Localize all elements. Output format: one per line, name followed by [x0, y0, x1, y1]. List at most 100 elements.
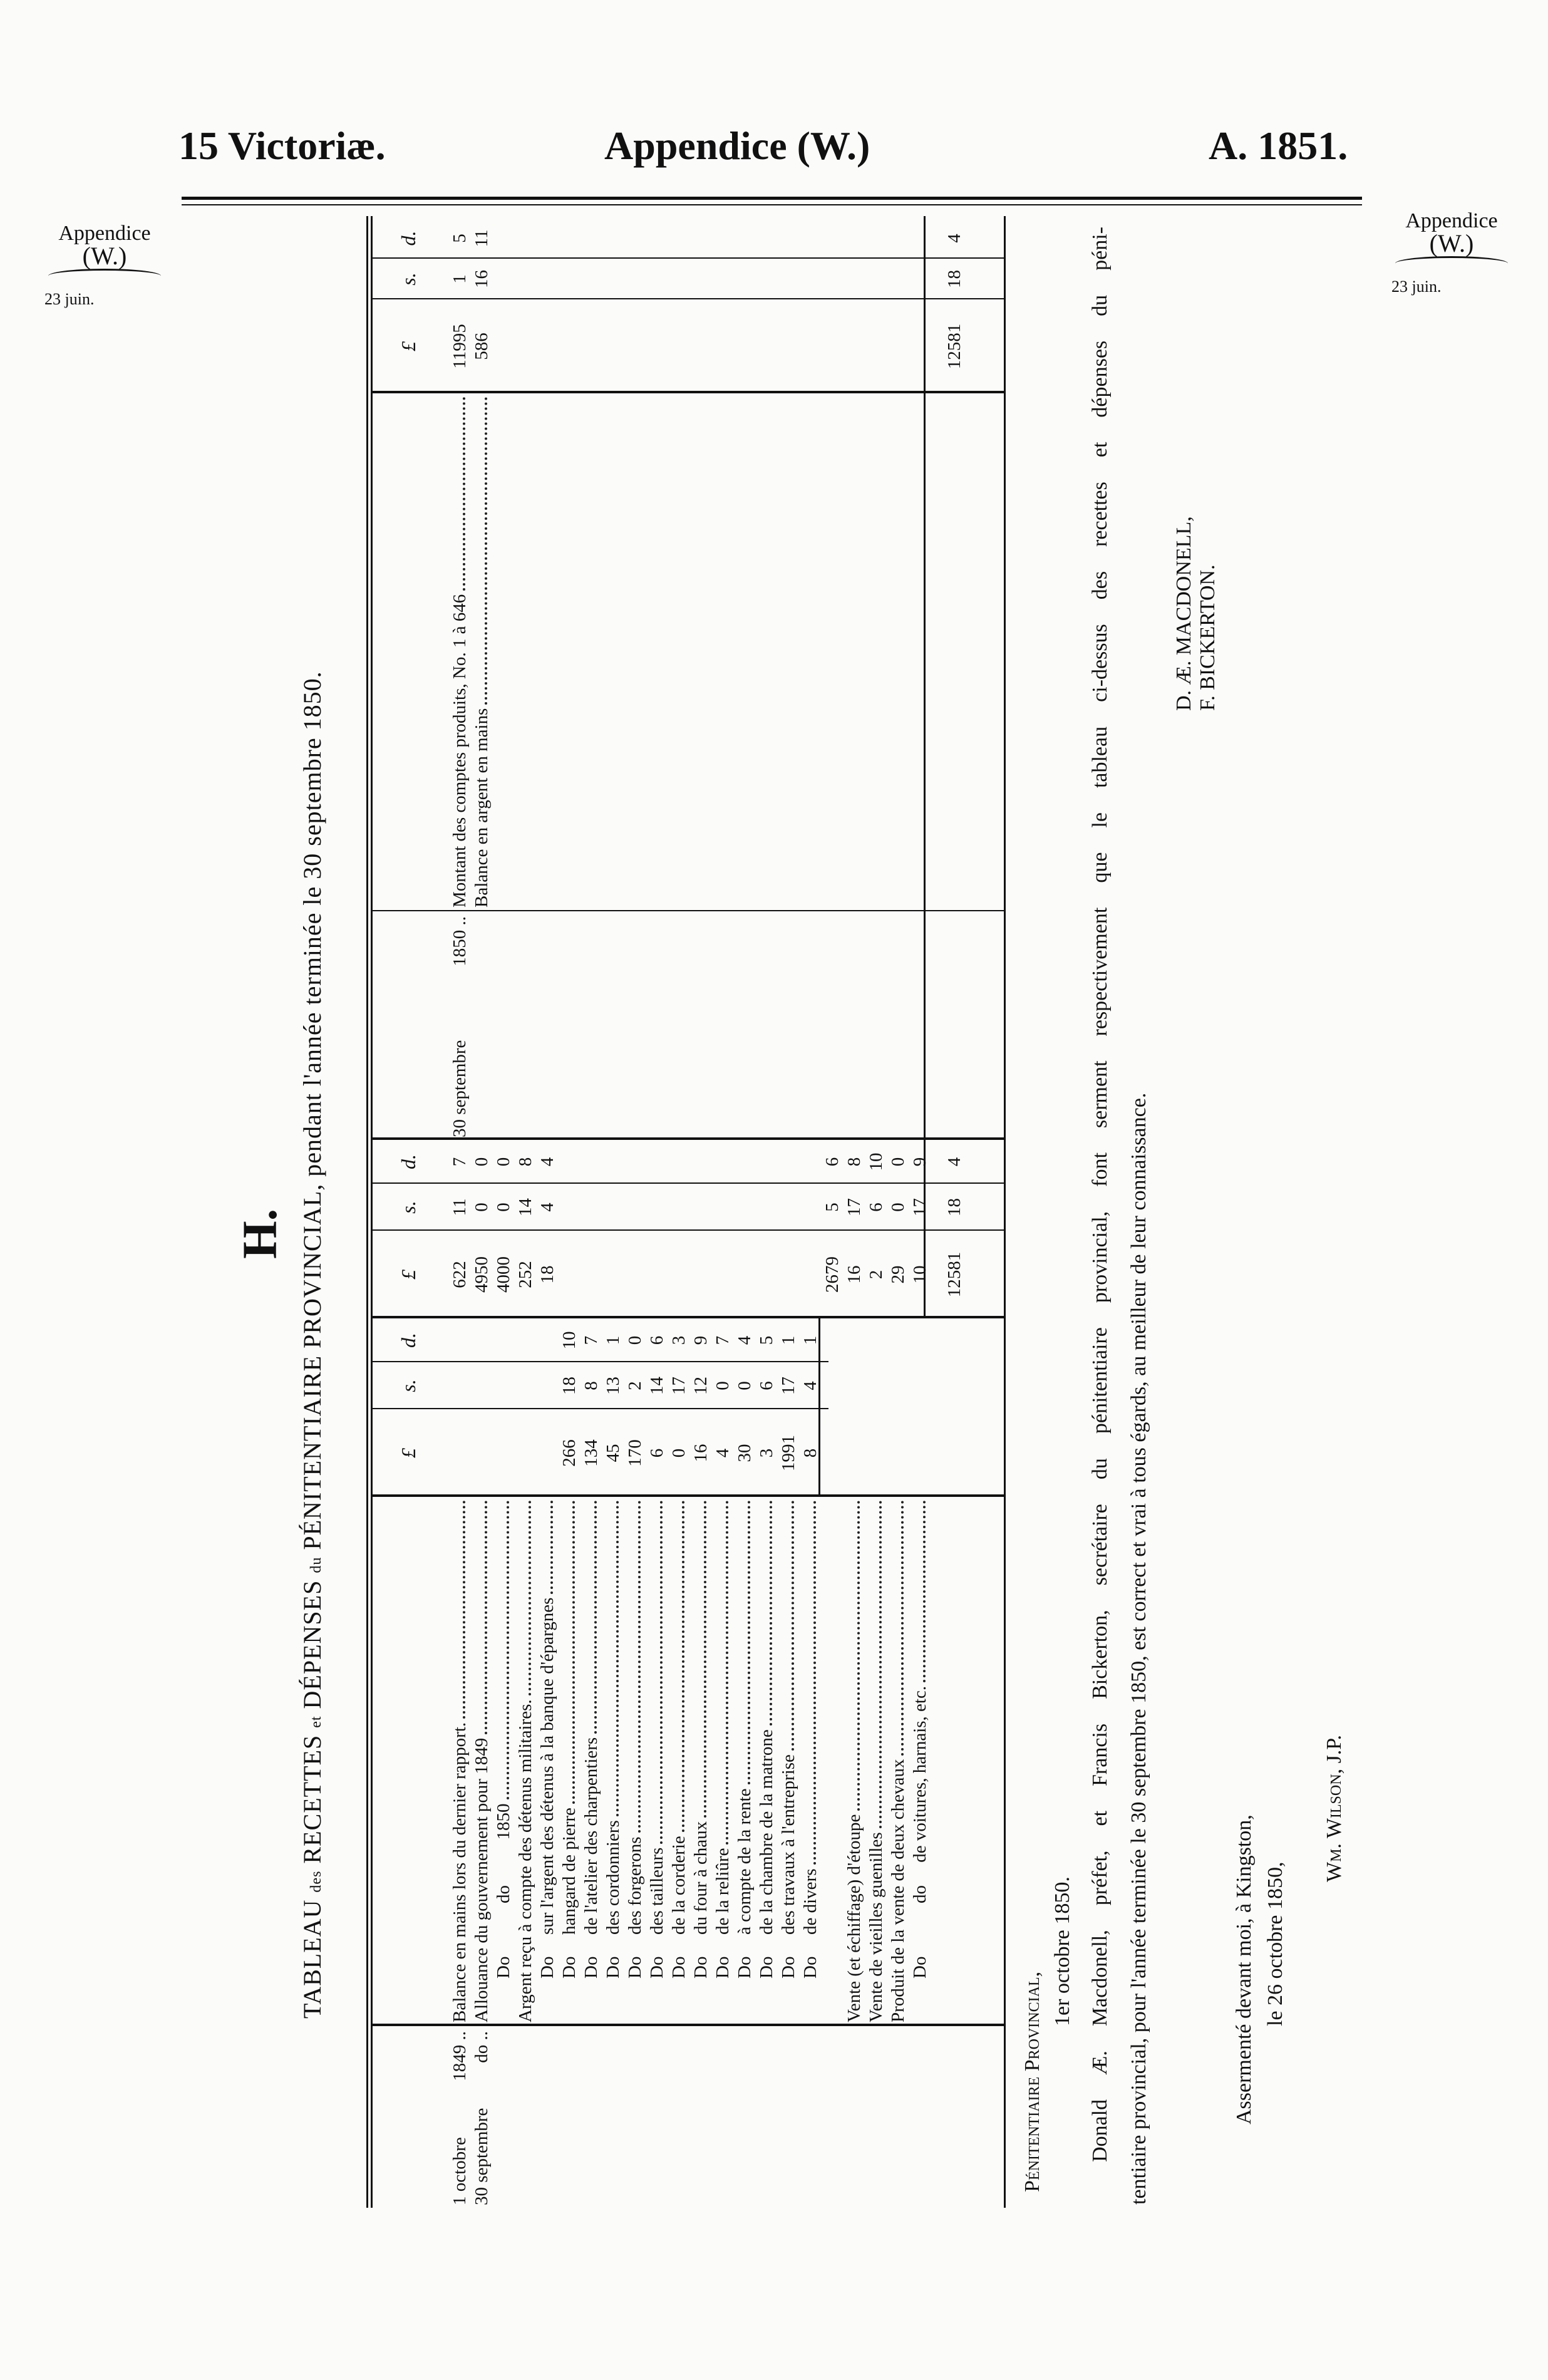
sub-amount-pence: 0 [625, 1335, 645, 1345]
empty-cell [624, 259, 646, 299]
empty-cell [537, 299, 559, 393]
empty-cell [602, 299, 624, 393]
empty-cell [887, 393, 909, 911]
empty-cell [887, 911, 909, 1140]
sub-amount-shilling: 13 [603, 1377, 623, 1395]
item-label: de la chambre de la matrone [756, 1729, 777, 1935]
amount-pound [580, 1231, 602, 1318]
item-label: Balance en argent en mains [472, 708, 492, 908]
dot-leader [879, 1501, 882, 1829]
running-head-appendix: Appendice (W.) [604, 123, 870, 168]
amount-pence [800, 1140, 822, 1184]
receipt-date [493, 2026, 515, 2208]
empty-cell [624, 299, 646, 393]
empty-cell [580, 911, 602, 1140]
receipt-date [756, 2026, 778, 2208]
empty-cell [844, 911, 865, 1140]
ditto-mark: Do [581, 1956, 601, 1979]
sworn-date: le 26 octobre 1850, [1264, 1861, 1287, 2027]
empty-cell [559, 299, 580, 393]
item-label: do de voitures, harnais, etc. [910, 1685, 930, 1903]
sub-amount-pound: 30 [735, 1444, 755, 1462]
amount-pound: 10 [910, 1265, 930, 1284]
item-label: de la reliûre [713, 1848, 733, 1935]
empty-cell [690, 911, 712, 1140]
empty-cell [944, 1497, 966, 2026]
rotated-content: H. TABLEAU des RECETTES et DÉPENSES du P… [232, 213, 1365, 2217]
empty-cell [756, 259, 778, 299]
empty-cell [778, 299, 800, 393]
dot-leader [550, 1501, 553, 1594]
empty-cell [909, 393, 931, 911]
amount-pound: 4000 [493, 1256, 513, 1293]
sub-amount-shilling [515, 1362, 537, 1409]
empty-cell [559, 393, 580, 911]
sub-amount-pence: 3 [669, 1335, 689, 1345]
receipt-date [800, 2026, 822, 2208]
receipts-total-pence: 4 [944, 1157, 964, 1167]
empty-cell [515, 218, 537, 259]
sub-amount-pence [887, 1318, 909, 1362]
empty-cell [398, 1497, 429, 2026]
amount-pound: 2 [866, 1270, 886, 1280]
dot-leader [792, 1501, 794, 1751]
item-label: de divers [800, 1868, 820, 1935]
running-head-year: A. 1851. [1209, 123, 1348, 168]
receipt-item: Balance en mains lors du dernier rapport… [449, 1497, 471, 2026]
sub-amount-shilling: 12 [691, 1377, 711, 1395]
amount-pence [756, 1140, 778, 1184]
ditto-mark: Do [910, 1956, 930, 1979]
ditto-mark: Do [647, 1956, 667, 1979]
receipt-date [559, 2026, 580, 2208]
empty-cell [493, 218, 515, 259]
sub-amount-pence: 5 [756, 1335, 777, 1345]
empty-cell [493, 259, 515, 299]
item-label: des cordonniers [603, 1820, 623, 1935]
dot-leader [901, 1501, 904, 1756]
column-header-pence: d. [398, 230, 420, 246]
receipt-date [887, 2026, 909, 2208]
sub-amount-pence [515, 1318, 537, 1362]
title-part: PÉNITENTIAIRE PROVINCIAL, pendant l'anné… [298, 671, 326, 1550]
justice-signature: Wm. Wilson, J.P. [1323, 1735, 1346, 1882]
amount-shilling [690, 1184, 712, 1231]
dot-leader [463, 1501, 465, 1719]
sub-amount-shilling: 8 [581, 1381, 601, 1390]
amount-pence [734, 1140, 756, 1184]
sub-amount-shilling: 6 [756, 1381, 777, 1390]
empty-cell [712, 259, 734, 299]
item-label: Montant des comptes produits, No. 1 à 64… [450, 594, 470, 908]
ditto-mark: Do [537, 1956, 557, 1979]
receipt-item: Allouance du gouvernement pour 1849 [471, 1497, 493, 2026]
sub-amount-pound [865, 1409, 887, 1497]
amount-pence: 8 [515, 1157, 535, 1167]
margin-note-date: 23 juin. [44, 290, 95, 308]
item-label: Argent reçu à compte des détenus militai… [515, 1699, 535, 2022]
empty-cell [398, 2026, 429, 2208]
ditto-mark: Do [559, 1956, 579, 1979]
empty-cell [668, 911, 690, 1140]
section-letter: H. [232, 1208, 287, 1259]
column-header-shilling: s. [398, 1201, 420, 1214]
empty-cell [580, 393, 602, 911]
ditto-mark: Do [691, 1956, 711, 1979]
sub-amount-pound [515, 1409, 537, 1497]
empty-cell [624, 911, 646, 1140]
receipt-item: Vente (et échiffage) d'étoupe [844, 1497, 865, 2026]
amount-pound [624, 1231, 646, 1318]
empty-cell [756, 911, 778, 1140]
empty-cell [944, 393, 966, 911]
column-header-pence: d. [398, 1154, 420, 1169]
empty-cell [668, 218, 690, 259]
sub-amount-shilling [471, 1362, 493, 1409]
empty-cell [624, 218, 646, 259]
